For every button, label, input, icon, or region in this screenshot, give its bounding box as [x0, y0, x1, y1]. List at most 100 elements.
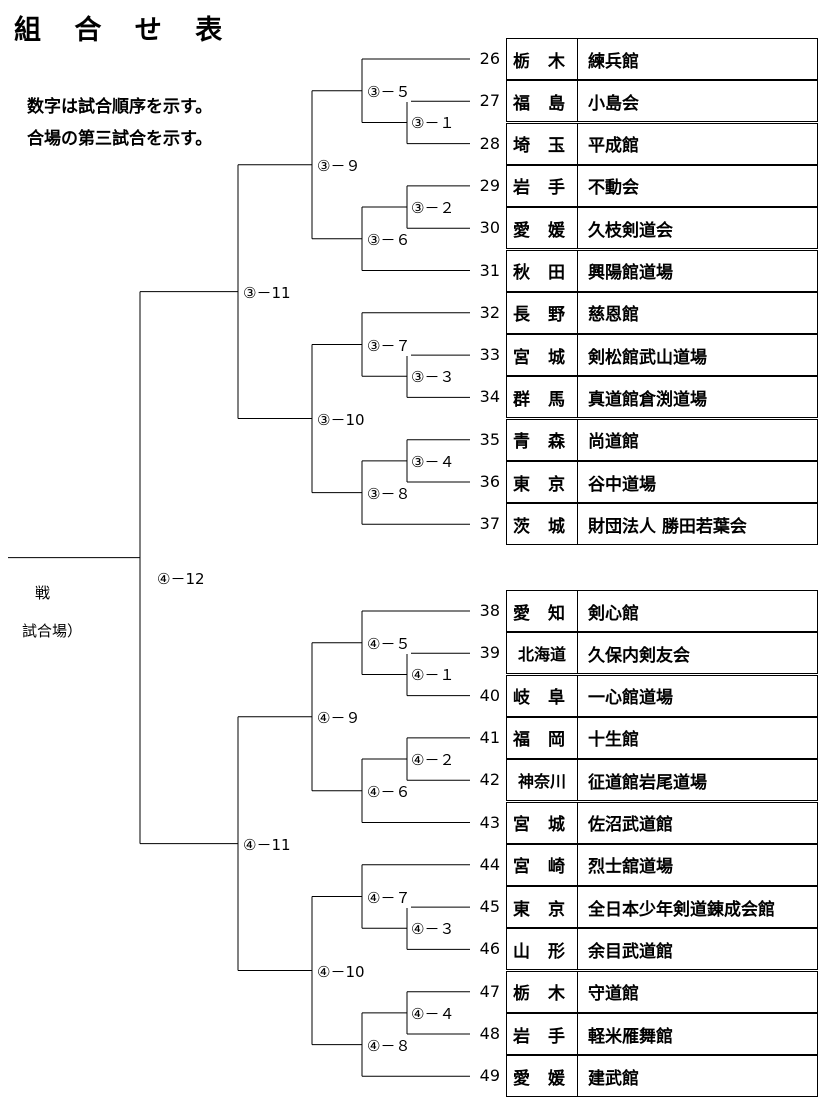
entry-club: 佐沼武道館	[588, 815, 673, 835]
match-label: ③－６	[366, 228, 412, 250]
entry-prefecture: 宮 崎	[507, 844, 578, 885]
entry-number: 44	[479, 854, 500, 874]
entry-number: 26	[479, 49, 500, 68]
entry-club: 剣心館	[588, 603, 639, 624]
entry-number: 46	[479, 939, 500, 959]
entry-club: 谷中道場	[588, 474, 656, 495]
match-label: ④－９	[316, 706, 362, 728]
match-label: ④－２	[410, 749, 456, 771]
entry-row: 岐 阜一心館道場	[506, 674, 818, 717]
entry-row: 群 馬真道館倉渕道場	[506, 376, 818, 419]
entry-club: 財団法人 勝田若葉会	[588, 516, 747, 537]
entry-number: 40	[479, 685, 500, 705]
entry-row: 福 島小島会	[506, 80, 818, 123]
match-label: ③－２	[410, 197, 456, 219]
entry-club: 一心館道場	[588, 688, 673, 709]
entry-row: 愛 知剣心館	[506, 590, 818, 632]
entry-row: 愛 媛建武館	[506, 1055, 818, 1098]
match-label: ③－７	[366, 334, 412, 356]
entry-club: 軽米雁舞館	[588, 1026, 673, 1047]
entry-number: 30	[479, 218, 500, 238]
entry-row: 宮 城佐沼武道館	[506, 801, 818, 844]
match-label: ③－４	[410, 450, 456, 472]
match-label: ④－５	[366, 632, 412, 654]
entry-prefecture: 愛 知	[507, 591, 578, 631]
entry-number: 36	[479, 472, 500, 491]
entry-number: 31	[479, 260, 500, 280]
entry-row: 北海道久保内剣友会	[506, 632, 818, 675]
match-label: ③－11	[242, 281, 292, 303]
entry-row: 栃 木守道館	[506, 970, 818, 1013]
entry-club: 慈恩館	[588, 305, 639, 326]
entry-prefecture: 東 京	[507, 887, 578, 928]
entry-club: 建武館	[588, 1068, 639, 1089]
entry-row: 岩 手不動会	[506, 164, 818, 207]
entry-row: 福 岡十生館	[506, 716, 818, 759]
entry-number: 43	[479, 812, 500, 832]
entry-number: 34	[479, 387, 500, 407]
match-label: ③－９	[316, 154, 362, 176]
match-label: ④－10	[316, 960, 366, 982]
entry-number: 37	[479, 514, 500, 534]
entry-prefecture: 秋 田	[507, 250, 578, 291]
entry-prefecture: 青 森	[507, 419, 578, 460]
entry-prefecture: 長 野	[507, 292, 578, 333]
entry-prefecture: 福 島	[507, 81, 578, 122]
entry-number: 28	[479, 133, 500, 153]
entry-number: 33	[479, 345, 500, 365]
match-label: ④－11	[242, 833, 292, 855]
entry-prefecture: 福 岡	[507, 717, 578, 758]
entry-row: 茨 城財団法人 勝田若葉会	[506, 503, 818, 546]
entry-club: 全日本少年剣道錬成会館	[588, 899, 775, 920]
entry-row: 東 京全日本少年剣道錬成会館	[506, 886, 818, 929]
entry-club: 練兵館	[588, 51, 639, 72]
entry-number: 29	[479, 175, 500, 195]
entry-prefecture: 神奈川	[507, 760, 578, 801]
match-label: ④－７	[366, 886, 412, 908]
entry-prefecture: 栃 木	[507, 971, 578, 1012]
match-label: ④－８	[366, 1034, 412, 1056]
entry-prefecture: 岩 手	[507, 165, 578, 206]
note-line-1: 数字は試合順序を示す。	[27, 97, 213, 117]
entry-club: 平成館	[588, 136, 639, 157]
entry-number: 32	[479, 302, 500, 322]
entry-number: 49	[479, 1066, 500, 1086]
entry-row: 長 野慈恩館	[506, 291, 818, 334]
side-label-1: 戦	[35, 584, 51, 602]
entry-number: 48	[479, 1024, 500, 1043]
entry-number: 47	[479, 981, 500, 1001]
entry-prefecture: 群 馬	[507, 377, 578, 418]
entry-club: 征道館岩尾道場	[588, 772, 707, 793]
entry-club: 久保内剣友会	[588, 645, 690, 666]
entry-prefecture: 宮 城	[507, 802, 578, 843]
match-label: ④－６	[366, 780, 412, 802]
entry-number: 45	[479, 897, 500, 917]
match-label: ④－１	[410, 664, 456, 686]
match-label: ③－１	[410, 112, 456, 134]
entry-prefecture: 茨 城	[507, 504, 578, 545]
entry-prefecture: 北海道	[507, 633, 578, 674]
entry-row: 秋 田興陽館道場	[506, 249, 818, 292]
entry-row: 宮 城剣松館武山道場	[506, 334, 818, 377]
match-label: ③－10	[316, 408, 366, 430]
entry-club: 小島会	[588, 93, 639, 114]
entry-prefecture: 岐 阜	[507, 675, 578, 716]
entry-row: 愛 媛久枝剣道会	[506, 207, 818, 250]
side-label-2: 試合場）	[22, 622, 83, 640]
page-title: 組 合 せ 表	[14, 15, 235, 46]
entry-prefecture: 東 京	[507, 462, 578, 502]
entry-row: 岩 手軽米雁舞館	[506, 1013, 818, 1055]
entry-number: 38	[479, 601, 500, 620]
entry-number: 42	[479, 770, 500, 790]
match-label: ④－12	[156, 567, 206, 589]
entry-number: 27	[479, 91, 500, 111]
entry-row: 東 京谷中道場	[506, 461, 818, 503]
match-label: ③－５	[366, 80, 412, 102]
entry-club: 不動会	[588, 178, 639, 199]
entry-prefecture: 栃 木	[507, 39, 578, 79]
entry-club: 十生館	[588, 730, 639, 751]
entry-row: 栃 木練兵館	[506, 38, 818, 80]
entry-club: 久枝剣道会	[588, 220, 673, 241]
entry-prefecture: 山 形	[507, 929, 578, 970]
